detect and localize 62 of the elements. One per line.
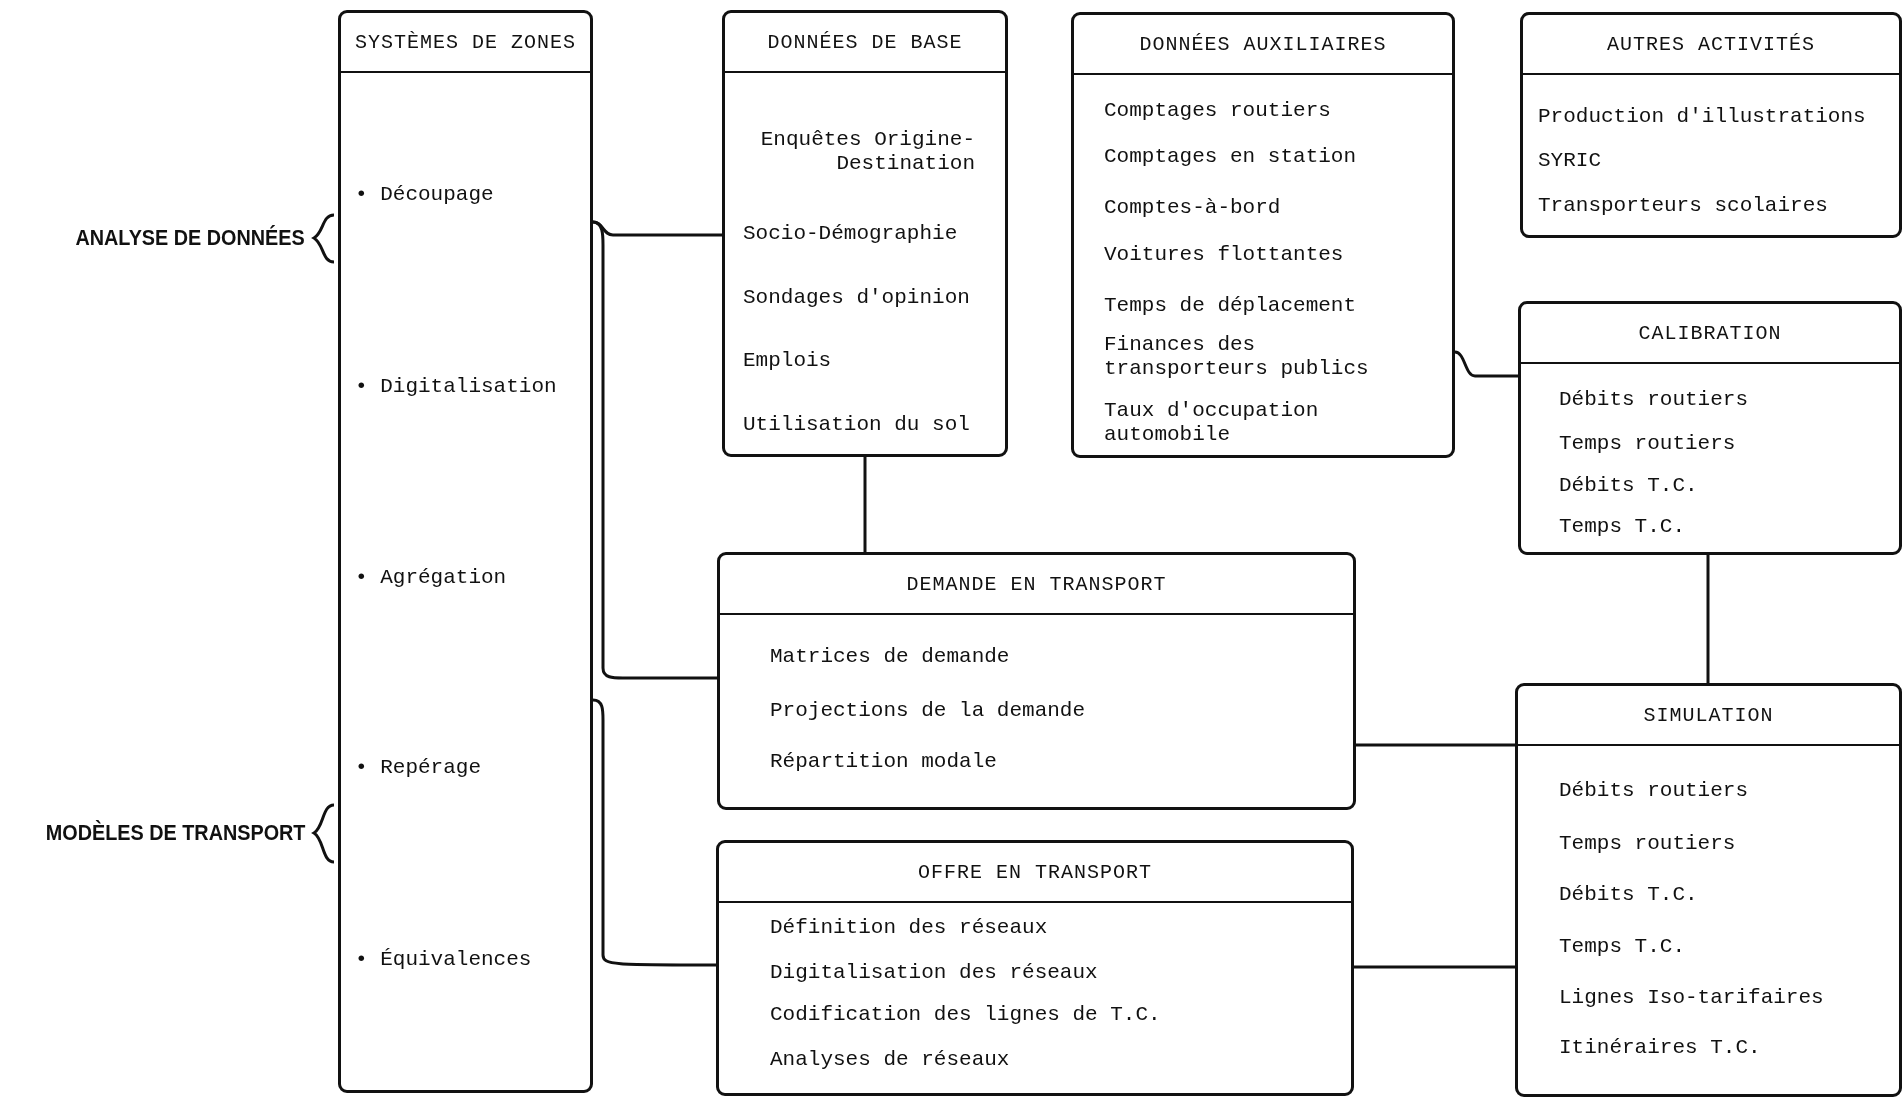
list-item: Taux d'occupation automobile — [1104, 398, 1320, 448]
list-item: • Digitalisation — [355, 374, 557, 400]
list-item: Lignes Iso-tarifaires — [1559, 985, 1824, 1011]
list-item: Matrices de demande — [770, 644, 1010, 670]
connector-line — [863, 457, 867, 552]
connector-line — [1454, 350, 1518, 378]
list-box — [1071, 12, 1455, 458]
connector-line — [592, 220, 717, 680]
list-item: • Équivalences — [355, 947, 532, 973]
list-box — [722, 10, 1008, 457]
list-item: Comptages routiers — [1104, 98, 1331, 124]
list-item: Socio-Démographie — [743, 221, 958, 247]
list-box — [716, 840, 1354, 1096]
section-label: MODÈLES DE TRANSPORT — [45, 820, 305, 846]
connector-line — [1354, 965, 1515, 969]
list-item: Comptes-à-bord — [1104, 195, 1281, 221]
list-item: Digitalisation des réseaux — [770, 960, 1098, 986]
list-item: Débits routiers — [1559, 778, 1749, 804]
list-item: • Découpage — [355, 182, 494, 208]
list-item: Production d'illustrations — [1538, 104, 1866, 130]
list-item: Transporteurs scolaires — [1538, 193, 1828, 219]
list-item: Sondages d'opinion — [743, 285, 970, 311]
list-box — [1515, 683, 1902, 1097]
list-item: Débits T.C. — [1559, 473, 1698, 499]
box-heading: SYSTÈMES DE ZONES — [341, 13, 590, 73]
list-item: Temps de déplacement — [1104, 293, 1357, 319]
list-item: Temps routiers — [1559, 831, 1736, 857]
list-item: • Agrégation — [355, 565, 507, 591]
list-item: Temps T.C. — [1559, 934, 1686, 960]
connector-line — [1356, 743, 1515, 747]
list-item: Répartition modale — [770, 749, 997, 775]
connector-line — [592, 698, 716, 967]
list-item: Débits routiers — [1559, 387, 1749, 413]
list-item: Utilisation du sol — [743, 412, 970, 438]
box-heading: OFFRE EN TRANSPORT — [719, 843, 1351, 903]
list-item: Enquêtes Origine-Destination — [759, 127, 975, 177]
list-box — [1520, 12, 1902, 238]
list-item: Temps T.C. — [1559, 514, 1686, 540]
list-item: Finances des transporteurs publics — [1104, 332, 1370, 382]
list-item: Projections de la demande — [770, 698, 1086, 724]
list-box — [338, 10, 593, 1093]
list-box — [1518, 301, 1902, 555]
connector-line — [1706, 555, 1710, 683]
list-item: Comptages en station — [1104, 144, 1357, 170]
box-heading: DONNÉES DE BASE — [725, 13, 1005, 73]
list-item: Voitures flottantes — [1104, 242, 1344, 268]
list-item: Emplois — [743, 348, 832, 374]
list-item: Débits T.C. — [1559, 882, 1698, 908]
box-heading: CALIBRATION — [1521, 304, 1899, 364]
list-box — [717, 552, 1356, 810]
list-item: SYRIC — [1538, 148, 1601, 174]
box-heading: SIMULATION — [1518, 686, 1899, 746]
box-heading: AUTRES ACTIVITÉS — [1523, 15, 1899, 75]
list-item: Itinéraires T.C. — [1559, 1035, 1761, 1061]
list-item: • Repérage — [355, 755, 482, 781]
section-label: ANALYSE DE DONNÉES — [75, 225, 305, 251]
box-heading: DEMANDE EN TRANSPORT — [720, 555, 1353, 615]
list-item: Codification des lignes de T.C. — [770, 1002, 1161, 1028]
list-item: Définition des réseaux — [770, 915, 1048, 941]
list-item: Analyses de réseaux — [770, 1047, 1010, 1073]
box-heading: DONNÉES AUXILIAIRES — [1074, 15, 1452, 75]
list-item: Temps routiers — [1559, 431, 1736, 457]
